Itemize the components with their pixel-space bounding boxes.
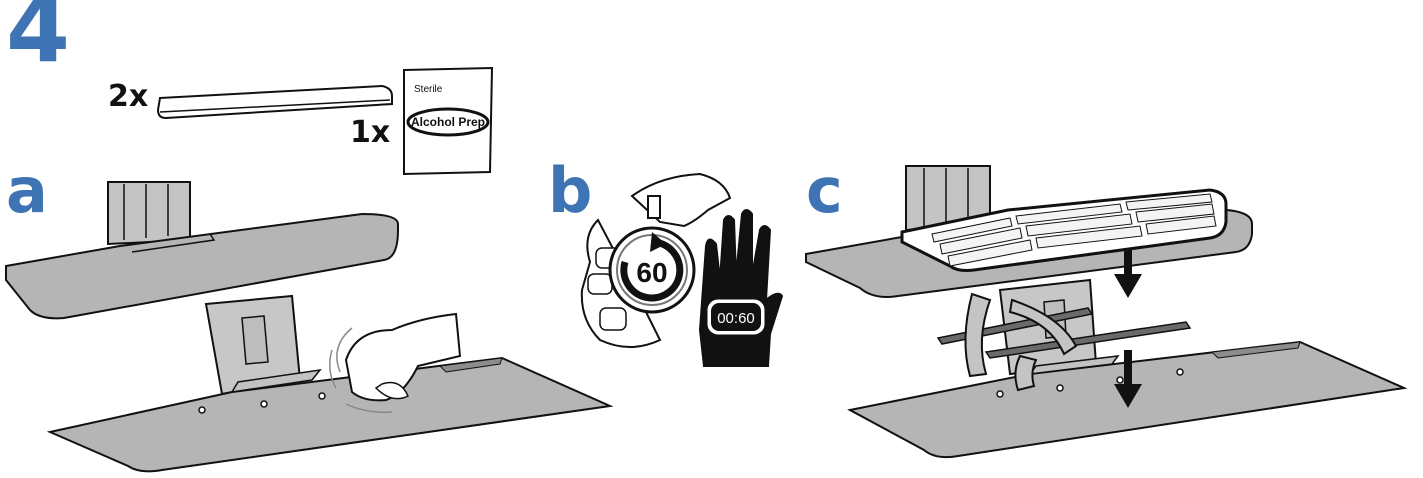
pad-quantity: 1x bbox=[350, 115, 391, 150]
pad-sterile-text: Sterile bbox=[414, 84, 443, 95]
pad-oval-text: Alcohol Prep bbox=[411, 115, 485, 129]
step-number: 4 bbox=[6, 0, 71, 83]
timer-value: 60 bbox=[636, 257, 667, 288]
adhesive-strip-icon bbox=[156, 84, 393, 120]
digital-display-value: 00:60 bbox=[717, 310, 755, 327]
workstation-a-illustration bbox=[5, 181, 614, 473]
keyboard-icon bbox=[900, 188, 1228, 272]
substep-c-label: c bbox=[806, 154, 843, 227]
substep-a-label: a bbox=[6, 154, 48, 227]
hand-wipe-icon bbox=[329, 312, 462, 414]
strip-quantity: 2x bbox=[108, 79, 149, 114]
down-arrow-icon bbox=[1114, 248, 1142, 408]
stopwatch-hand-icon: 60 bbox=[580, 172, 732, 348]
peel-backing-icon bbox=[964, 292, 1078, 392]
alcohol-prep-pad-icon: Sterile Alcohol Prep bbox=[403, 66, 494, 176]
stop-hand-icon: 00:60 bbox=[698, 209, 784, 367]
substep-b-label: b bbox=[548, 154, 593, 227]
